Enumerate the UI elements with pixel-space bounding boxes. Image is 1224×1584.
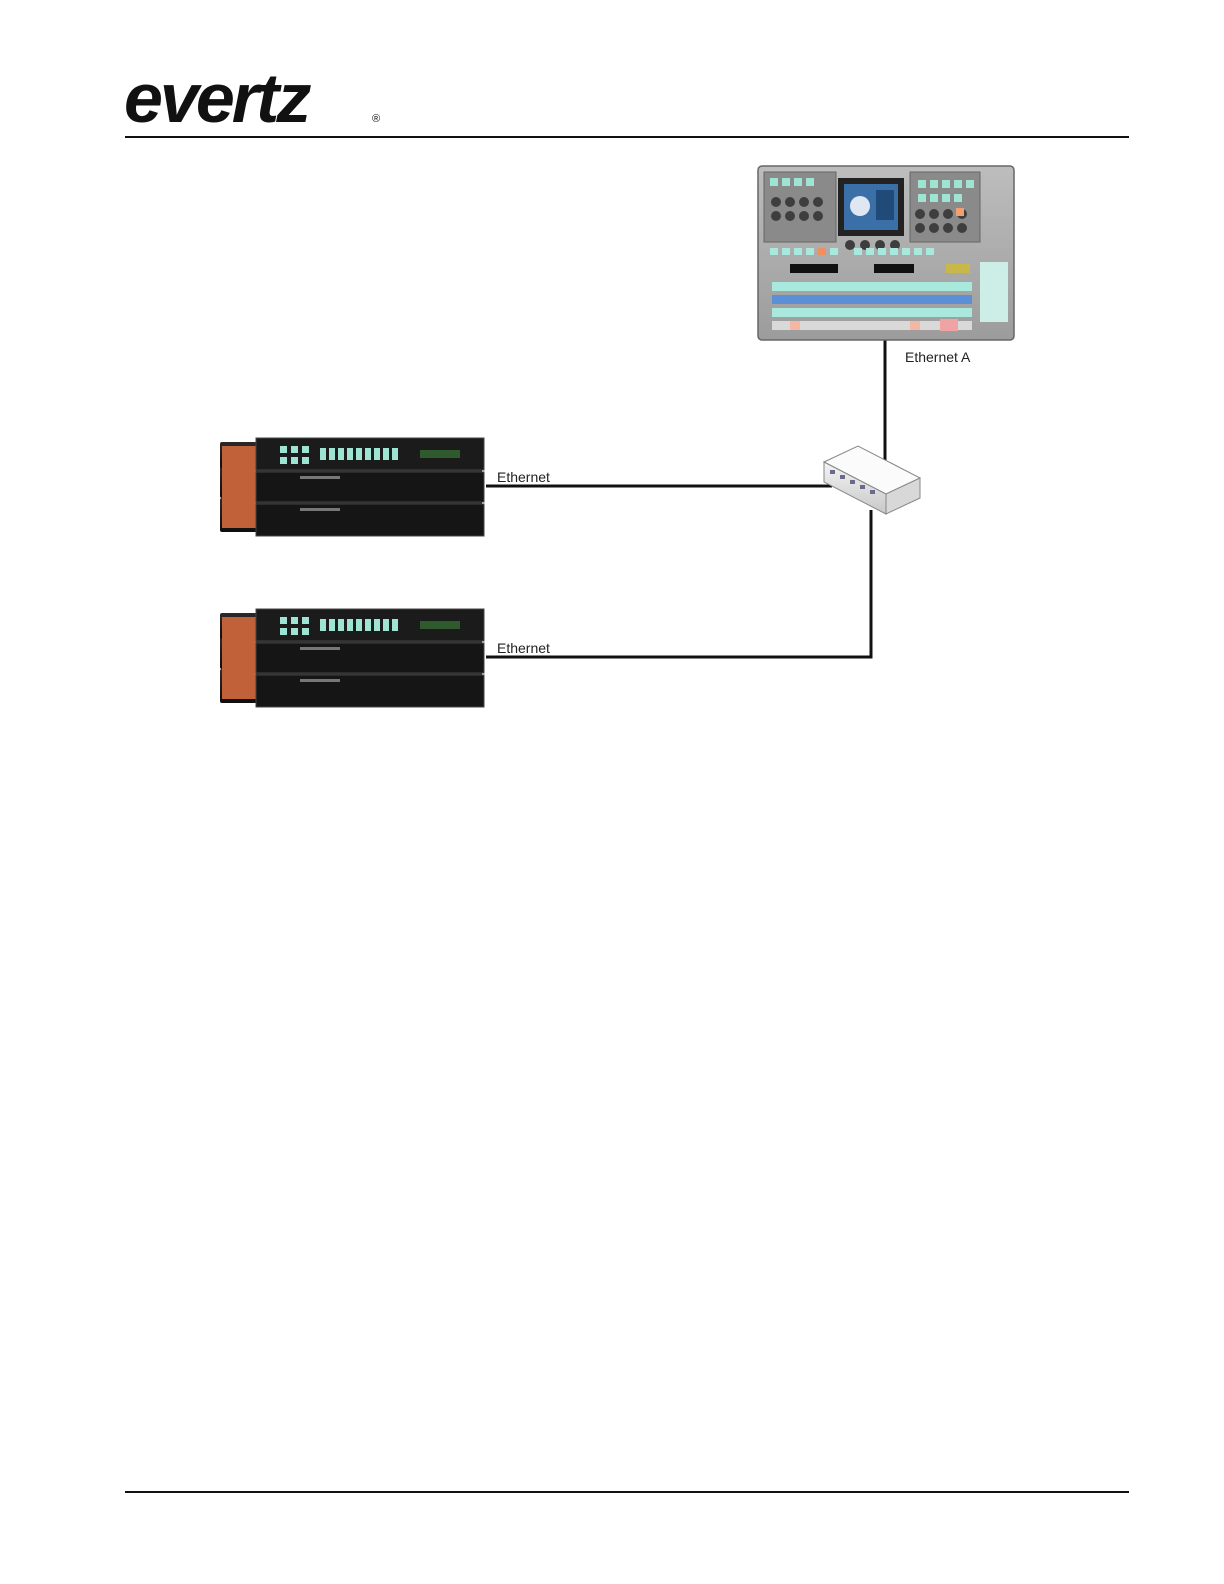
- ethernet-line-2: [486, 510, 871, 657]
- router-stack-icon: [220, 609, 484, 707]
- ethernet-label-1: Ethernet: [497, 469, 550, 485]
- ethernet-label-2: Ethernet: [497, 640, 550, 656]
- control-panel-icon: [758, 166, 1014, 340]
- footer-rule: [125, 1491, 1129, 1493]
- connection-lines: [486, 340, 885, 657]
- ethernet-a-label: Ethernet A: [905, 349, 971, 365]
- router-stack-icon: [220, 438, 484, 536]
- ethernet-switch-icon: [824, 446, 920, 514]
